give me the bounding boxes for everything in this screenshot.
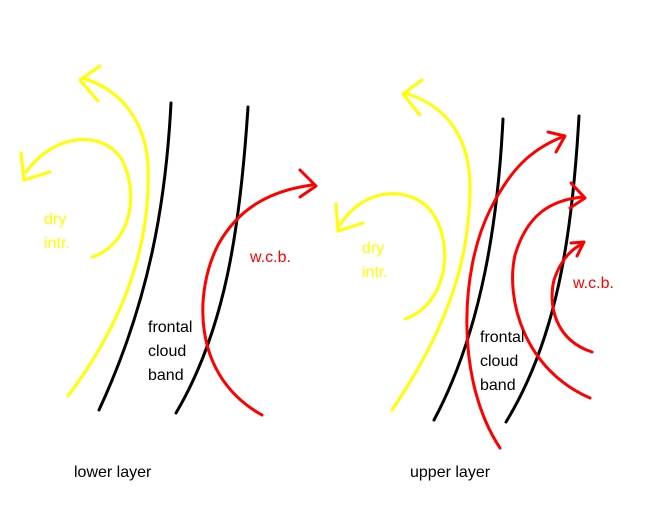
upper-front-line-right bbox=[504, 114, 581, 424]
lower-dry-arrowhead-small bbox=[19, 151, 52, 182]
lower-dry-arrow-small bbox=[24, 138, 133, 259]
upper-dry-arrowhead-small bbox=[334, 202, 365, 233]
upper-dry-arrow-small bbox=[338, 192, 447, 321]
lower-wcb-label: w.c.b. bbox=[250, 249, 291, 266]
lower-dry-arrow-large bbox=[66, 76, 150, 398]
upper-front-line-left bbox=[432, 117, 505, 422]
upper-wcb-arrow-inner bbox=[550, 242, 594, 354]
upper-front-label-line3: band bbox=[480, 377, 516, 394]
lower-layer-caption: lower layer bbox=[74, 464, 152, 481]
lower-wcb-arrow bbox=[201, 183, 314, 417]
upper-wcb-arrowhead-inner bbox=[569, 240, 586, 258]
lower-dry-label-line1: dry bbox=[44, 211, 67, 228]
upper-dry-label-line1: dry bbox=[362, 240, 385, 257]
lower-dry-label-line2: intr. bbox=[44, 235, 70, 252]
upper-dry-label-line2: intr. bbox=[362, 264, 388, 281]
upper-wcb-label: w.c.b. bbox=[573, 275, 614, 292]
upper-wcb-arrowhead-outer bbox=[546, 130, 567, 154]
lower-dry-arrowhead-large bbox=[78, 64, 102, 103]
upper-wcb-arrowhead-middle bbox=[568, 181, 587, 210]
lower-front-line-left bbox=[97, 101, 173, 412]
upper-dry-arrowhead-large bbox=[401, 78, 424, 117]
lower-front-label-line3: band bbox=[148, 367, 184, 384]
upper-layer-panel bbox=[334, 78, 594, 450]
lower-front-line-right bbox=[174, 105, 250, 415]
upper-front-label-line1: frontal bbox=[480, 329, 525, 346]
upper-layer-caption: upper layer bbox=[410, 464, 491, 481]
upper-dry-arrow-large bbox=[390, 91, 472, 412]
upper-wcb-arrow-outer bbox=[465, 135, 564, 450]
lower-front-label-line2: cloud bbox=[148, 343, 187, 360]
lower-wcb-arrowhead bbox=[298, 168, 318, 199]
lower-layer-panel bbox=[19, 64, 318, 417]
lower-front-label-line1: frontal bbox=[148, 319, 193, 336]
upper-front-label-line2: cloud bbox=[480, 353, 519, 370]
upper-wcb-arrow-middle bbox=[511, 195, 592, 400]
